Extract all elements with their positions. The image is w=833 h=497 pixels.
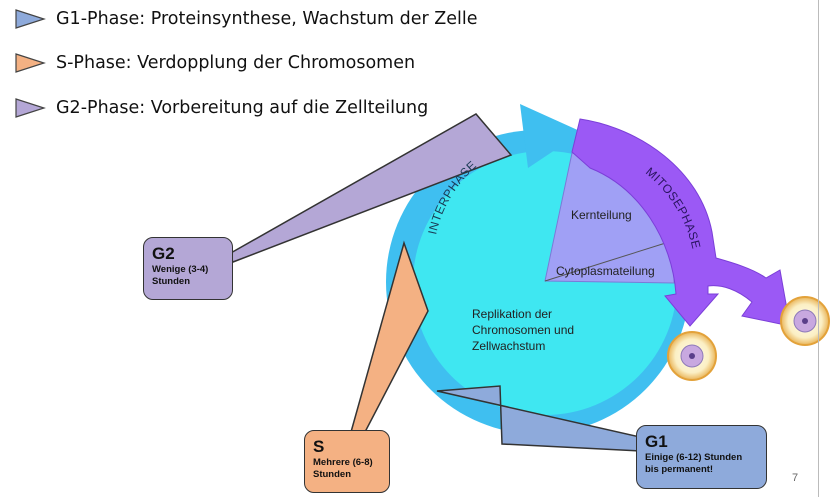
mitosis-arrow <box>571 118 791 327</box>
slide-number: 7 <box>792 472 799 484</box>
legend-g2-text: G2-Phase: Vorbereitung auf die Zellteilu… <box>56 98 429 118</box>
sector-divider <box>544 240 673 282</box>
kernteilung-label: Kernteilung <box>571 208 632 222</box>
s-line1: Mehrere (6-8) <box>313 457 373 468</box>
center-text-line1: Replikation der <box>472 307 552 321</box>
g1-line2: bis permanent! <box>645 464 714 475</box>
triangle-arrow-icon <box>15 53 46 73</box>
g1-box: G1 Einige (6-12) Stunden bis permanent! <box>636 425 767 489</box>
g2-line1: Wenige (3-4) <box>152 264 209 275</box>
legend-s-text: S-Phase: Verdopplung der Chromosomen <box>56 53 416 73</box>
center-text-line2: Chromosomen und <box>472 323 574 337</box>
g1-line1: Einige (6-12) Stunden <box>645 452 743 463</box>
s-line2: Stunden <box>313 469 351 480</box>
legend-g1: G1-Phase: Proteinsynthese, Wachstum der … <box>14 8 478 30</box>
interphase-arrowhead <box>520 104 582 168</box>
s-box: S Mehrere (6-8) Stunden <box>304 430 390 493</box>
legend-s: S-Phase: Verdopplung der Chromosomen <box>14 52 415 74</box>
center-text-line3: Zellwachstum <box>472 339 545 353</box>
divider <box>818 0 819 497</box>
g2-title: G2 <box>152 244 175 263</box>
daughter-cell-1 <box>667 331 717 381</box>
s-title: S <box>313 437 325 456</box>
daughter-cell-2 <box>780 296 830 346</box>
g1-title: G1 <box>645 432 668 451</box>
g2-box: G2 Wenige (3-4) Stunden <box>143 237 233 300</box>
g2-line2: Stunden <box>152 276 190 287</box>
triangle-arrow-icon <box>15 9 46 29</box>
legend-g2: G2-Phase: Vorbereitung auf die Zellteilu… <box>14 97 428 119</box>
triangle-arrow-icon <box>15 98 46 118</box>
cytoplasmateilung-label: Cytoplasmateilung <box>556 264 655 278</box>
legend-g1-text: G1-Phase: Proteinsynthese, Wachstum der … <box>56 9 478 29</box>
